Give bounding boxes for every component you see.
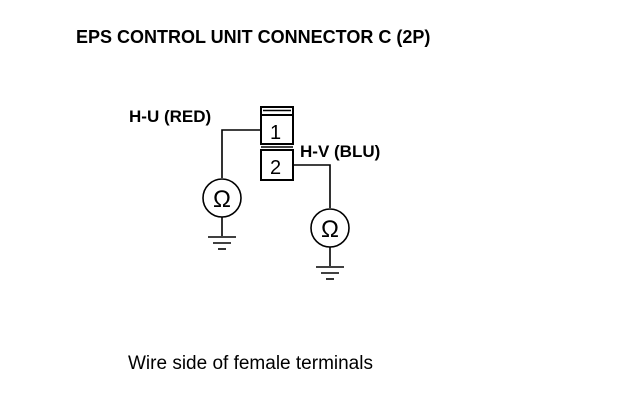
ohmmeter-2: Ω [310, 208, 350, 280]
terminal-2-cavity [260, 149, 294, 181]
terminal-1-number: 1 [270, 122, 281, 144]
ohm-symbol-icon: Ω [213, 186, 231, 213]
ohm-symbol-icon: Ω [321, 216, 339, 243]
terminal-2-number: 2 [270, 157, 281, 179]
terminal-1-cavity [260, 114, 294, 145]
ground-icon [208, 236, 236, 250]
terminal-2-wire-label: H-V (BLU) [300, 142, 380, 161]
wire-terminal-1 [221, 129, 261, 178]
ground-icon [316, 266, 344, 280]
ohmmeter-1: Ω [202, 178, 242, 250]
diagram-title: EPS CONTROL UNIT CONNECTOR C (2P) [76, 27, 430, 47]
diagram-caption: Wire side of female terminals [128, 353, 373, 374]
wire-terminal-2 [293, 164, 331, 208]
terminal-1-wire-label: H-U (RED) [129, 107, 211, 126]
connector-c: 1 2 [260, 106, 294, 181]
